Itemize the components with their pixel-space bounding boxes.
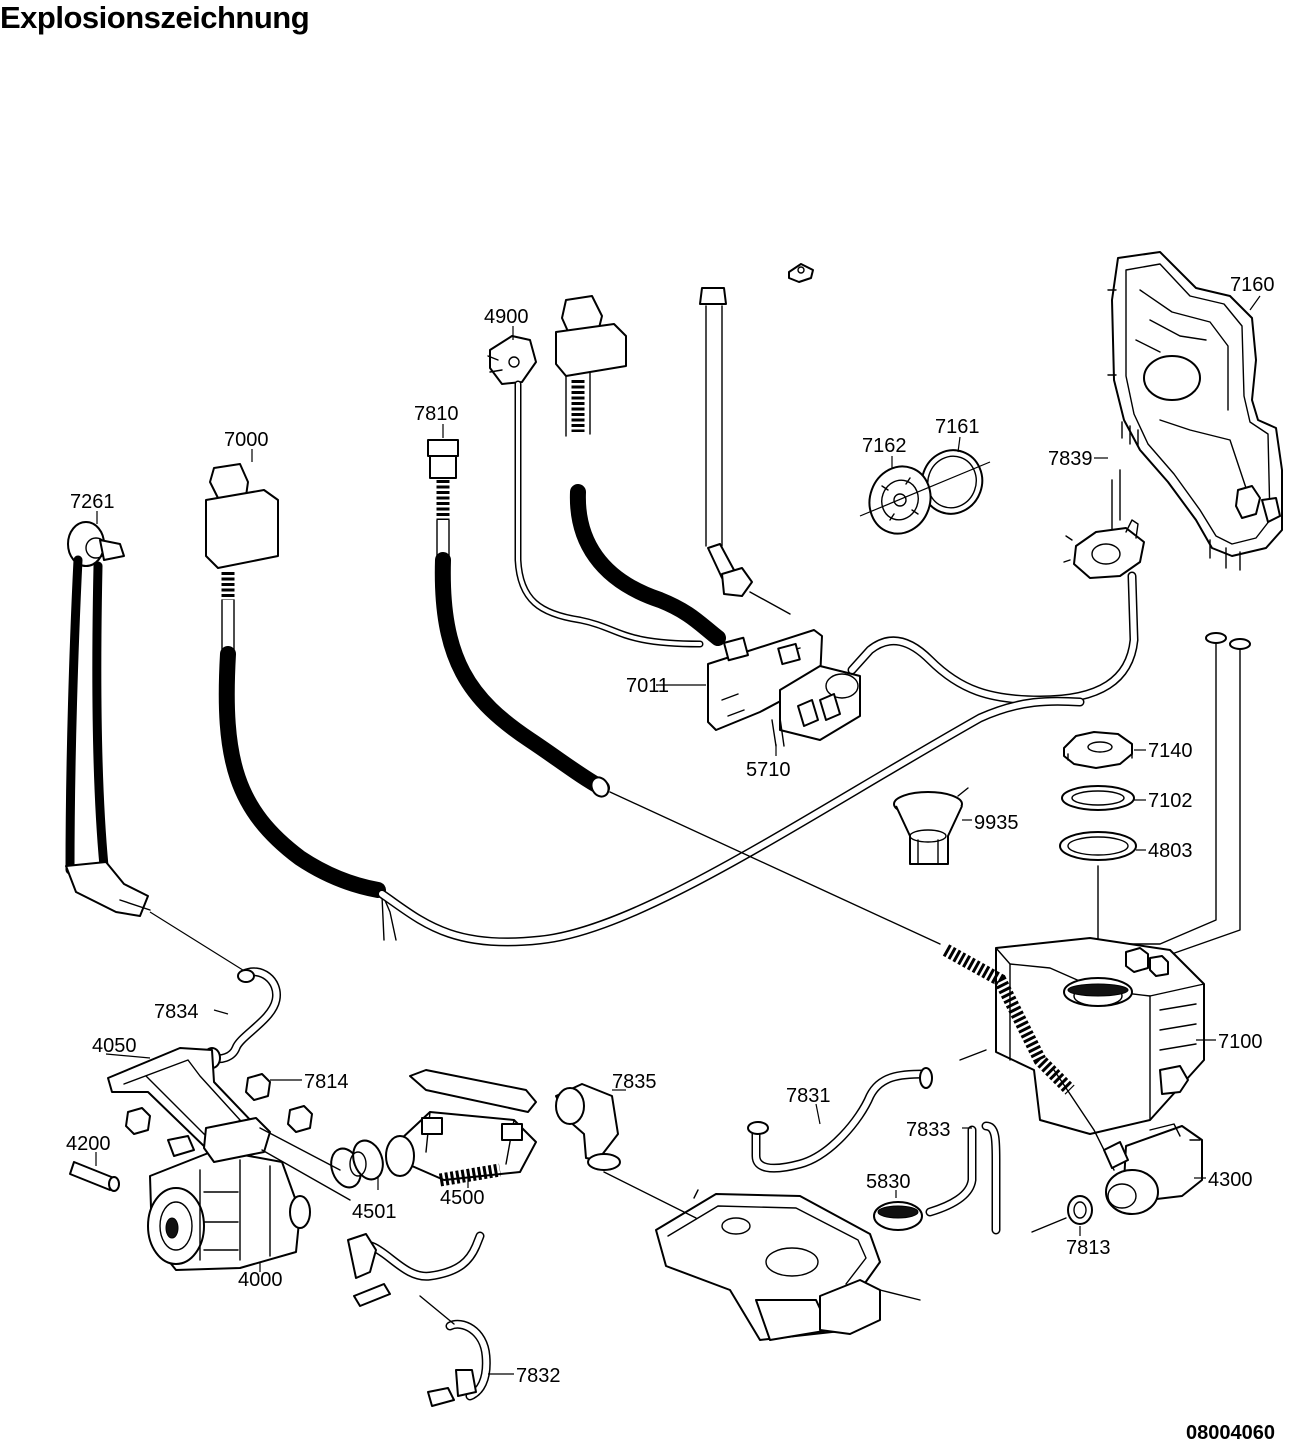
label-7261: 7261 xyxy=(70,491,115,513)
diagram-title: Explosionszeichnung xyxy=(0,0,310,35)
part-7834-hose xyxy=(203,967,281,1069)
label-7832: 7832 xyxy=(516,1365,561,1387)
label-4300: 4300 xyxy=(1208,1169,1253,1191)
label-7833: 7833 xyxy=(906,1119,951,1141)
part-4501-clamps xyxy=(330,1139,384,1189)
label-7810: 7810 xyxy=(414,403,459,425)
part-7161-gasket-ring xyxy=(920,449,984,515)
label-7839: 7839 xyxy=(1048,448,1093,470)
small-clip-part xyxy=(788,263,814,283)
part-5710-valve-block xyxy=(771,665,861,747)
sensor-part xyxy=(1063,519,1145,579)
part-4000-circulation-pump xyxy=(147,1117,311,1271)
label-7160: 7160 xyxy=(1230,274,1275,296)
label-7140: 7140 xyxy=(1148,740,1193,762)
label-7011: 7011 xyxy=(626,675,669,697)
label-4050: 4050 xyxy=(92,1035,137,1057)
label-7835: 7835 xyxy=(612,1071,657,1093)
part-7261-hose xyxy=(65,521,151,917)
part-4803-seal xyxy=(1059,831,1137,861)
part-4300-drain-pump xyxy=(1103,1123,1203,1215)
label-7100: 7100 xyxy=(1218,1031,1263,1053)
label-5830: 5830 xyxy=(866,1171,911,1193)
part-7100-sump xyxy=(942,937,1205,1171)
label-4900: 4900 xyxy=(484,306,529,328)
label-7162: 7162 xyxy=(862,435,907,457)
straight-supply-hose xyxy=(699,287,753,597)
label-7161: 7161 xyxy=(935,416,980,438)
document-number: 08004060 xyxy=(1186,1422,1275,1444)
sump-tub-base xyxy=(655,1189,881,1341)
part-4900-plug xyxy=(487,335,537,385)
label-4803: 4803 xyxy=(1148,840,1193,862)
label-7813: 7813 xyxy=(1066,1237,1111,1259)
part-7102-ring xyxy=(1061,785,1135,811)
label-7000: 7000 xyxy=(224,429,269,451)
part-7814-clips xyxy=(125,1073,313,1135)
part-4200-cylinder xyxy=(69,1161,120,1192)
part-5830-cap xyxy=(873,1201,923,1231)
label-5710: 5710 xyxy=(746,759,791,781)
label-4000: 4000 xyxy=(238,1269,283,1291)
label-7814: 7814 xyxy=(304,1071,349,1093)
label-4501: 4501 xyxy=(352,1201,397,1223)
part-7140-nut xyxy=(1063,731,1133,769)
part-7011-bracket xyxy=(707,629,823,731)
part-9935-cup xyxy=(893,787,969,865)
label-9935: 9935 xyxy=(974,812,1019,834)
part-7160-frame xyxy=(1107,251,1283,571)
part-7832-hoses xyxy=(347,1231,491,1407)
part-7000-inlet-valve xyxy=(205,463,279,651)
label-7831: 7831 xyxy=(786,1085,831,1107)
inlet-valve-box-upper xyxy=(555,295,627,437)
part-7810-fitting xyxy=(427,439,459,520)
part-4500-heater xyxy=(385,1069,537,1187)
part-7831-hose xyxy=(747,1067,933,1173)
label-7834: 7834 xyxy=(154,1001,199,1023)
label-4200: 4200 xyxy=(66,1133,111,1155)
label-7102: 7102 xyxy=(1148,790,1193,812)
label-4500: 4500 xyxy=(440,1187,485,1209)
part-7813-seal xyxy=(1067,1195,1093,1225)
part-7835-elbow xyxy=(555,1083,621,1171)
part-7833-hose xyxy=(925,1121,1001,1235)
